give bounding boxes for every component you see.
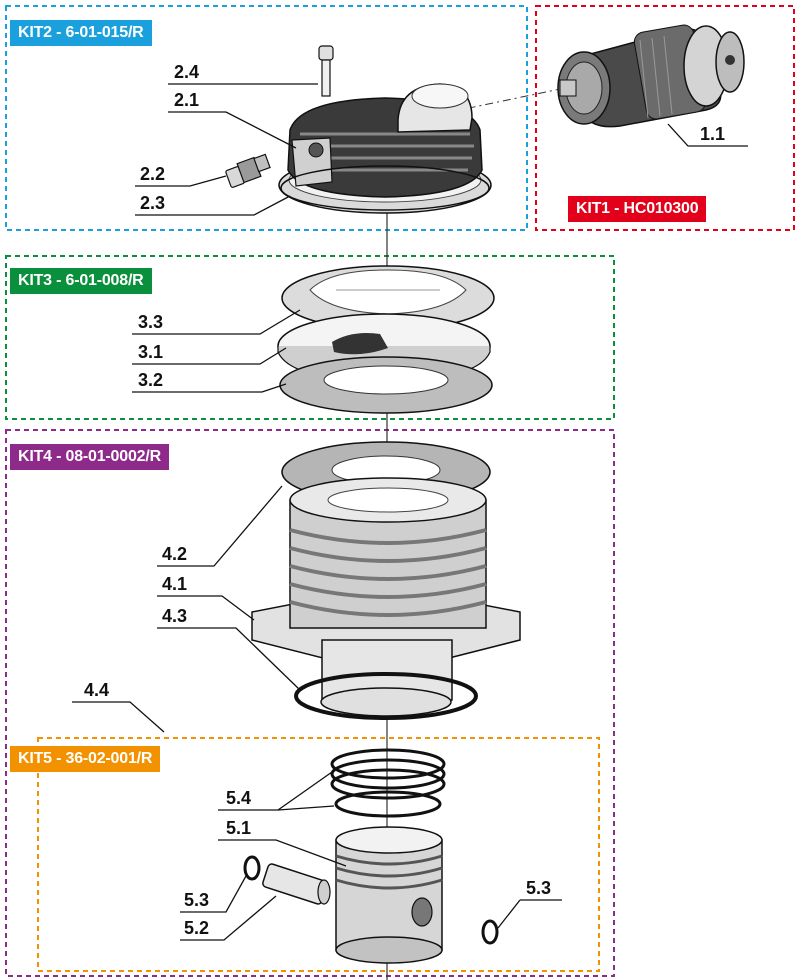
kit1-label: KIT1 - HC010300 xyxy=(568,196,707,222)
piston-part xyxy=(335,826,443,964)
callout-4-4: 4.4 xyxy=(84,680,110,700)
head-gasket-part xyxy=(280,165,490,211)
callout-2-2: 2.2 xyxy=(140,164,166,184)
valve-plate-gasket-part xyxy=(281,265,495,331)
cylinder-part xyxy=(251,477,521,717)
callout-4-1: 4.1 xyxy=(162,574,188,594)
kit4-box xyxy=(5,429,615,977)
kit1-box xyxy=(535,5,795,231)
callout-3-1: 3.1 xyxy=(138,342,164,362)
callout-5-2: 5.2 xyxy=(184,918,210,938)
valve-gasket-part xyxy=(279,356,493,414)
callout-5-3-right: 5.3 xyxy=(526,878,552,898)
kit3-label: KIT3 - 6-01-008/R xyxy=(10,268,152,294)
air-filter-part xyxy=(557,24,745,128)
cylinder-head-part xyxy=(278,83,492,214)
callout-2-1: 2.1 xyxy=(174,90,200,110)
callout-2-3: 2.3 xyxy=(140,193,166,213)
callout-3-3: 3.3 xyxy=(138,312,164,332)
piston-pin-part xyxy=(262,863,331,905)
callout-5-1: 5.1 xyxy=(226,818,252,838)
callout-5-4: 5.4 xyxy=(226,788,252,808)
kit2-label: KIT2 - 6-01-015/R xyxy=(10,20,152,46)
leader-lines xyxy=(72,83,748,941)
kit4-label: KIT4 - 08-01-0002/R xyxy=(10,444,169,470)
kit3-box xyxy=(5,255,615,420)
callout-5-3-left: 5.3 xyxy=(184,890,210,910)
callout-4-2: 4.2 xyxy=(162,544,188,564)
callout-1-1: 1.1 xyxy=(700,124,726,144)
callout-4-3: 4.3 xyxy=(162,606,188,626)
screw-part xyxy=(318,45,334,97)
kit5-box xyxy=(37,737,600,972)
circlip-part xyxy=(243,855,499,945)
callout-2-4: 2.4 xyxy=(174,62,200,82)
piston-rings-part xyxy=(330,748,446,818)
kit2-box xyxy=(5,5,528,231)
callout-3-2: 3.2 xyxy=(138,370,164,390)
o-ring-part xyxy=(294,672,478,720)
kit5-label: KIT5 - 36-02-001/R xyxy=(10,746,161,772)
fitting-part xyxy=(225,153,271,188)
